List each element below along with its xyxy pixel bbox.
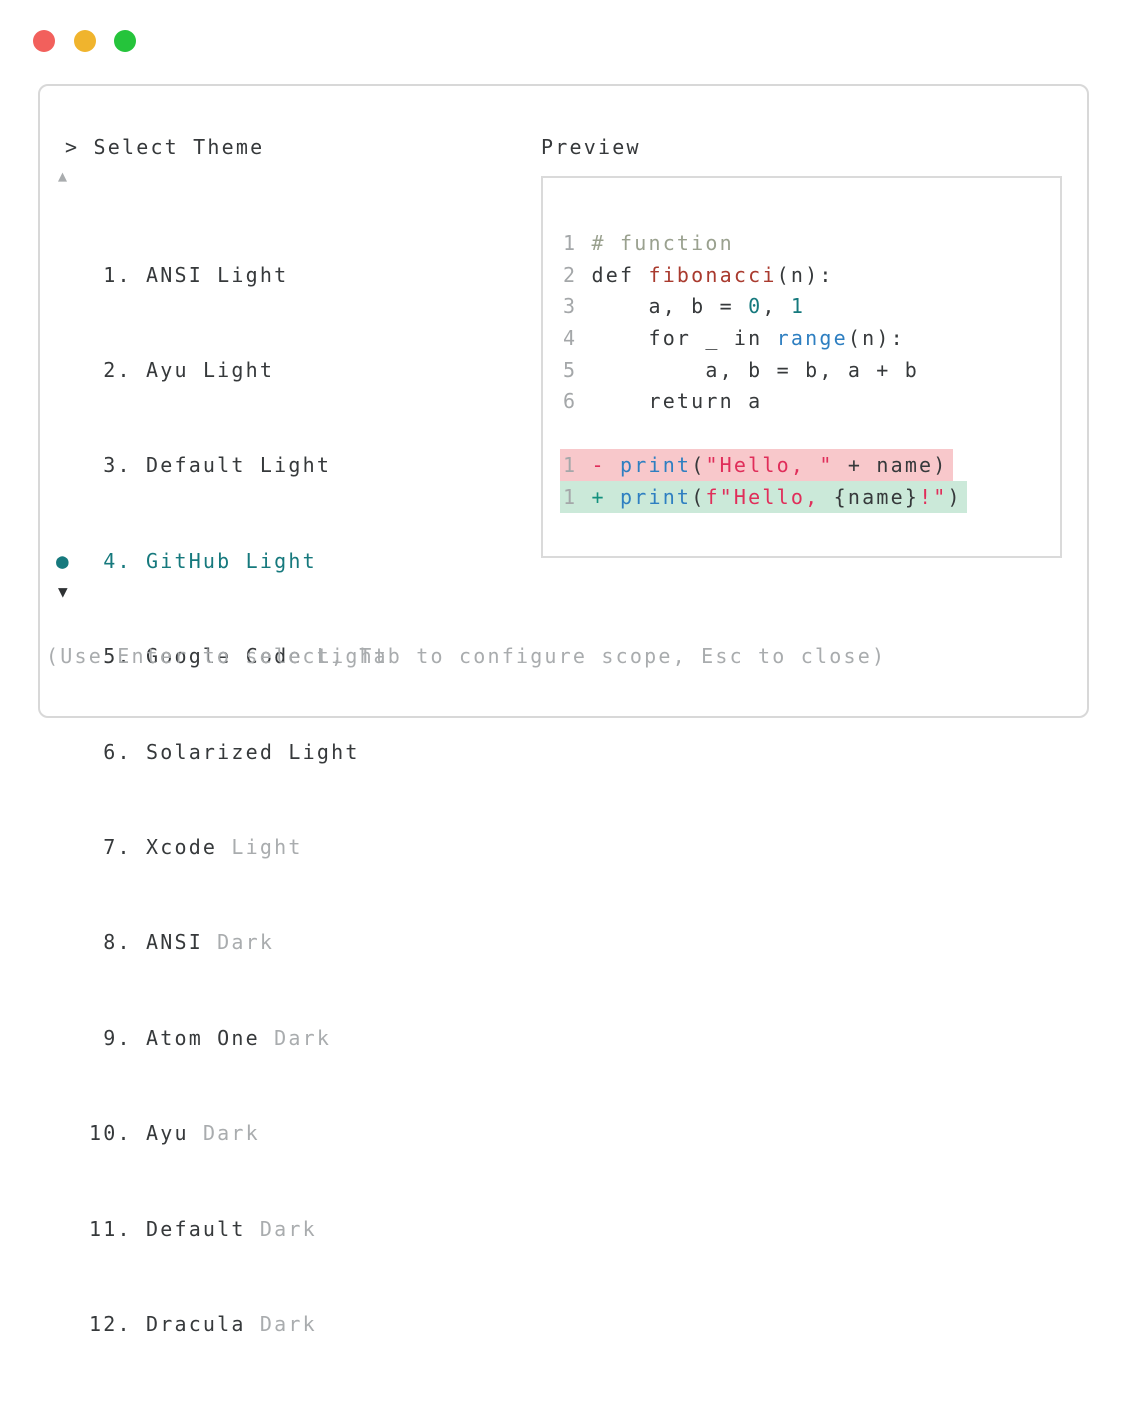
- code-token: ): [947, 484, 962, 509]
- code-token: print: [619, 484, 692, 509]
- minimize-button[interactable]: [74, 30, 96, 52]
- theme-option-default-dark[interactable]: 11. Default Dark: [89, 1216, 317, 1241]
- code-token: def: [591, 262, 649, 287]
- code-line: 1 # function: [563, 228, 1060, 260]
- line-number: 1: [563, 484, 592, 509]
- hint-text: (Use Enter to select, Tab to configure s…: [46, 644, 887, 668]
- code-line: 4 for _ in range(n):: [563, 323, 1060, 355]
- code-token: range: [776, 326, 848, 351]
- theme-option-solarized-light[interactable]: 6. Solarized Light: [89, 739, 360, 764]
- code-token: {name}: [833, 484, 920, 509]
- diff-added-line: 1 + print(f"Hello, {name}!"): [560, 480, 1060, 514]
- code-line-blank: [563, 418, 1060, 450]
- theme-option-dracula-dark[interactable]: 12. Dracula Dark: [89, 1311, 317, 1336]
- theme-picker-window: > Select Theme ▲ 1. ANSI Light 2. Ayu Li…: [38, 84, 1089, 1336]
- theme-option-atom-one-dark[interactable]: 9. Atom One Dark: [89, 1025, 332, 1050]
- code-line: 2 def fibonacci(n):: [563, 260, 1060, 292]
- theme-option-default-light[interactable]: 3. Default Light: [89, 453, 332, 478]
- maximize-button[interactable]: [114, 30, 136, 52]
- code-token: (: [691, 452, 706, 477]
- code-token: !": [919, 484, 948, 509]
- code-token: (: [691, 484, 706, 509]
- theme-list: 1. ANSI Light 2. Ayu Light 3. Default Li…: [56, 196, 388, 1404]
- theme-option-ayu-light[interactable]: 2. Ayu Light: [89, 357, 275, 382]
- diff-removed-line: 1 - print("Hello, " + name): [560, 448, 1060, 482]
- code-token: 1: [790, 294, 806, 319]
- line-number: 1: [563, 231, 592, 255]
- code-token: + name): [833, 452, 948, 477]
- code-line: 5 a, b = b, a + b: [563, 355, 1060, 387]
- code-token: print: [619, 452, 692, 477]
- diff-minus-sign: -: [591, 452, 620, 477]
- theme-option-google-code-light[interactable]: 5. Google Code Light: [89, 644, 389, 669]
- select-theme-prompt: > Select Theme: [65, 135, 265, 159]
- preview-label: Preview: [541, 135, 641, 159]
- line-number: 4: [563, 326, 592, 351]
- code-token: # function: [591, 231, 734, 255]
- theme-option-ansi-light[interactable]: 1. ANSI Light: [89, 262, 289, 287]
- code-token: f"Hello,: [705, 484, 834, 509]
- close-button[interactable]: [33, 30, 55, 52]
- code-token: 0: [748, 294, 763, 319]
- code-token: for _ in: [591, 326, 777, 351]
- code-token: (n):: [776, 262, 834, 287]
- scroll-down-icon[interactable]: ▼: [58, 582, 68, 601]
- theme-option-ansi-dark[interactable]: 8. ANSI Dark: [89, 930, 275, 955]
- preview-pane: 1 # function 2 def fibonacci(n): 3 a, b …: [541, 176, 1062, 558]
- code-token: (n):: [847, 326, 905, 351]
- line-number: 3: [563, 294, 592, 319]
- code-token: ,: [762, 294, 791, 319]
- code-token: "Hello, ": [705, 452, 834, 477]
- theme-option-ayu-dark[interactable]: 10. Ayu Dark: [89, 1121, 260, 1146]
- window-controls: [0, 0, 160, 60]
- theme-option-github-light[interactable]: ● 4. GitHub Light: [56, 546, 388, 578]
- code-token: return a: [591, 389, 763, 414]
- theme-option-xcode-light[interactable]: 7. Xcode Light: [89, 834, 303, 859]
- code-line: 6 return a: [563, 386, 1060, 418]
- code-preview: 1 # function 2 def fibonacci(n): 3 a, b …: [543, 178, 1060, 556]
- code-token: fibonacci: [648, 262, 777, 287]
- code-token: a, b = b, a + b: [591, 357, 920, 382]
- selected-dot-icon: ●: [56, 548, 69, 573]
- line-number: 2: [563, 262, 592, 287]
- scroll-up-icon[interactable]: ▲: [58, 167, 68, 185]
- line-number: 1: [563, 452, 592, 477]
- code-line: 3 a, b = 0, 1: [563, 291, 1060, 323]
- line-number: 5: [563, 357, 592, 382]
- diff-plus-sign: +: [591, 484, 620, 509]
- code-token: a, b =: [591, 294, 749, 319]
- line-number: 6: [563, 389, 592, 414]
